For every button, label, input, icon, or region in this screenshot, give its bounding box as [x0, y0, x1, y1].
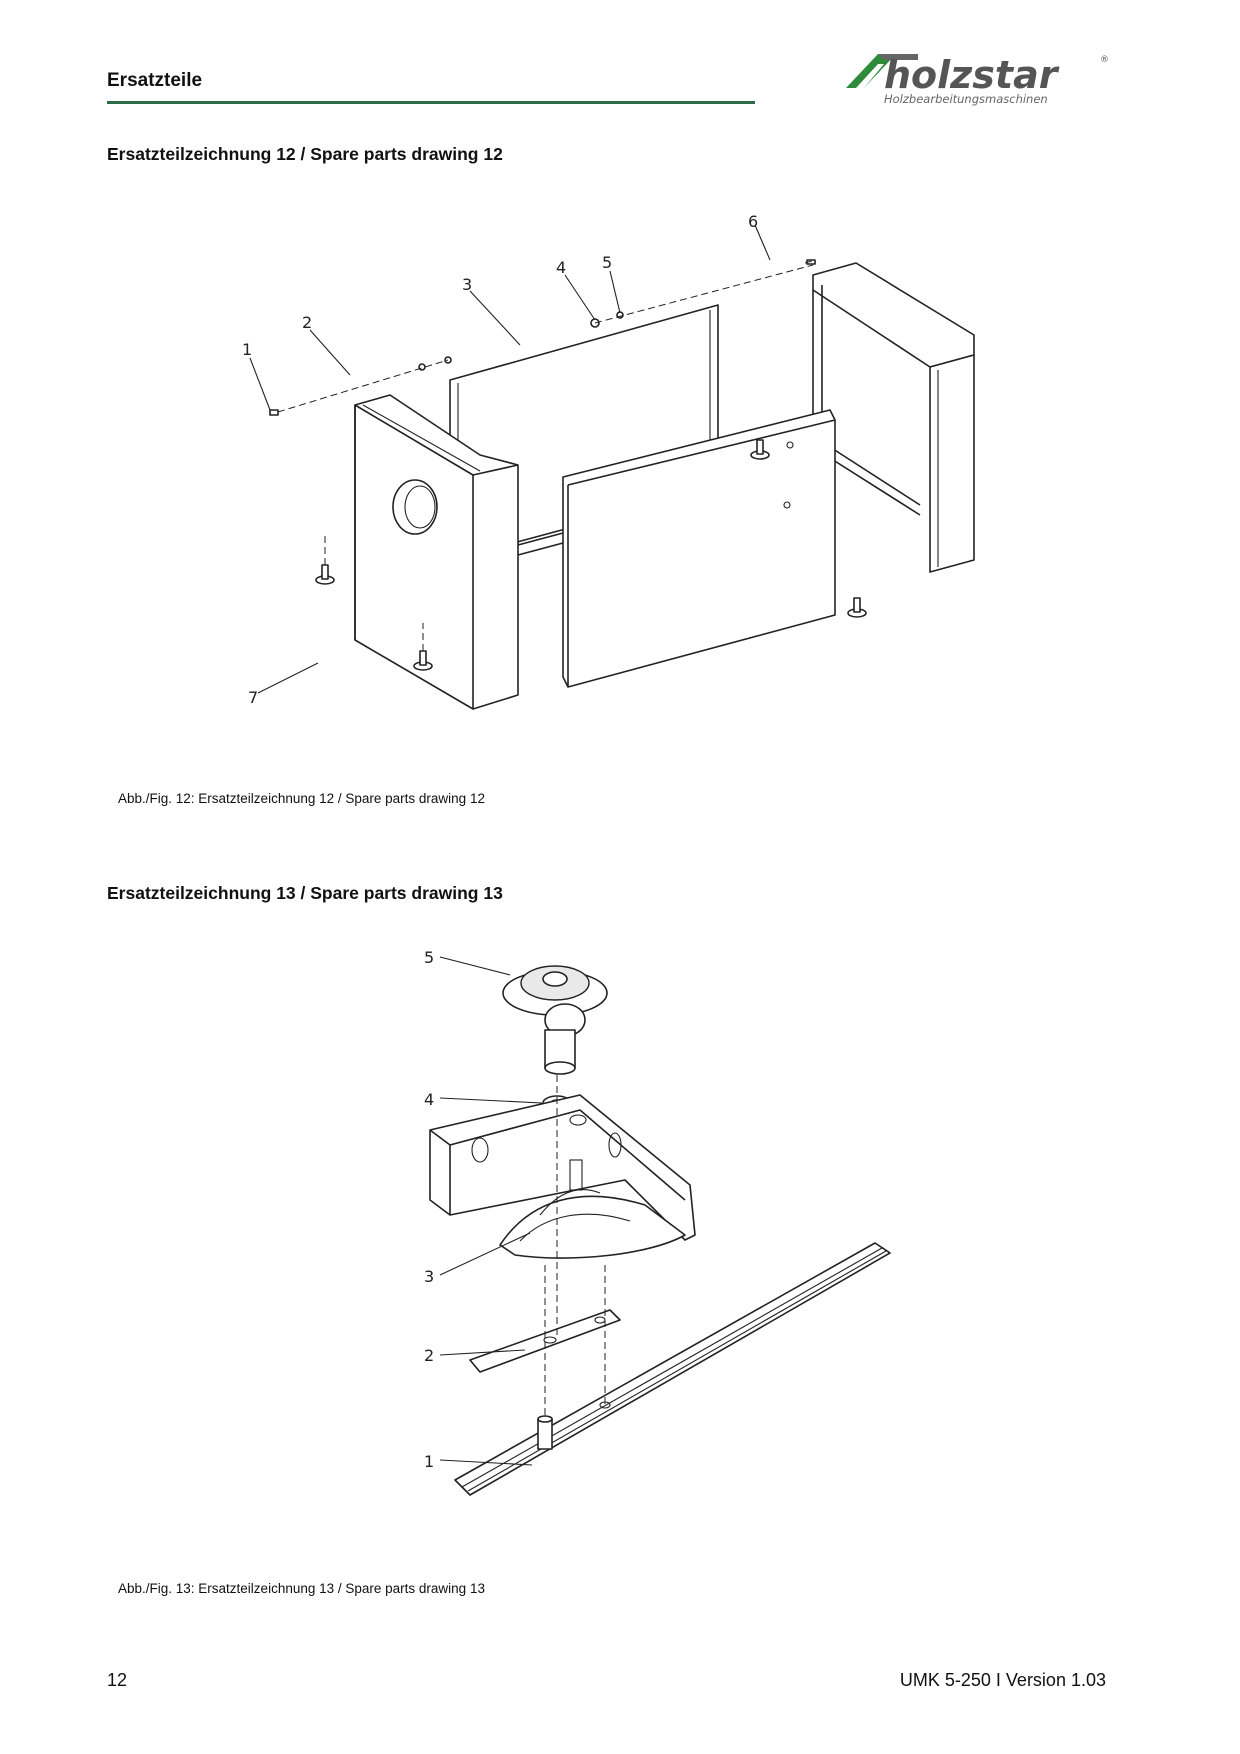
- leveling-foot: [315, 564, 335, 585]
- callout-3: 3: [424, 1267, 434, 1286]
- callout-2: 2: [424, 1346, 434, 1365]
- drawing-13-heading: Ersatzteilzeichnung 13 / Spare parts dra…: [107, 883, 503, 903]
- callout-3: 3: [462, 275, 472, 294]
- spare-parts-drawing-12: 1 2 3 4 5 6 7: [242, 215, 975, 710]
- document-version: UMK 5-250 I Version 1.03: [899, 1670, 1106, 1690]
- callout-4: 4: [556, 258, 566, 277]
- callout-1: 1: [424, 1452, 434, 1471]
- holzstar-logo: holzstar ® Holzbearbeitungsmaschinen: [846, 53, 1109, 106]
- callout-5: 5: [424, 948, 434, 967]
- drawing-12-caption: Abb./Fig. 12: Ersatzteilzeichnung 12 / S…: [118, 791, 485, 806]
- leveling-foot: [750, 439, 770, 460]
- logo-registered: ®: [1100, 55, 1109, 65]
- miter-gauge-part-3: [429, 1094, 696, 1259]
- callout-5: 5: [602, 253, 612, 272]
- logo-brand: holzstar: [884, 53, 1060, 97]
- logo-tagline: Holzbearbeitungsmaschinen: [884, 92, 1048, 106]
- guide-rail-part-1: [454, 1242, 891, 1496]
- right-leg-post: [929, 354, 975, 573]
- drawing-12-heading: Ersatzteilzeichnung 12 / Spare parts dra…: [107, 144, 503, 164]
- dust-port: [392, 479, 438, 535]
- header-rule: [107, 101, 755, 104]
- knob-part-5: [502, 965, 608, 1075]
- callout-6: 6: [748, 215, 758, 231]
- callout-1: 1: [242, 340, 252, 359]
- callout-2: 2: [302, 313, 312, 332]
- leveling-foot: [847, 597, 867, 618]
- drawing-13-caption: Abb./Fig. 13: Ersatzteilzeichnung 13 / S…: [118, 1581, 485, 1596]
- front-door-panel: [562, 409, 836, 688]
- right-frame-top: [812, 262, 975, 368]
- page-number: 12: [107, 1670, 128, 1690]
- page-header-title: Ersatzteile: [107, 70, 203, 91]
- callout-4: 4: [424, 1090, 434, 1109]
- callout-7: 7: [248, 688, 258, 707]
- screw-part-1: [269, 409, 279, 416]
- bracket-part-2: [469, 1309, 621, 1373]
- spare-parts-drawing-13: 5 4 3 2 1: [424, 948, 891, 1496]
